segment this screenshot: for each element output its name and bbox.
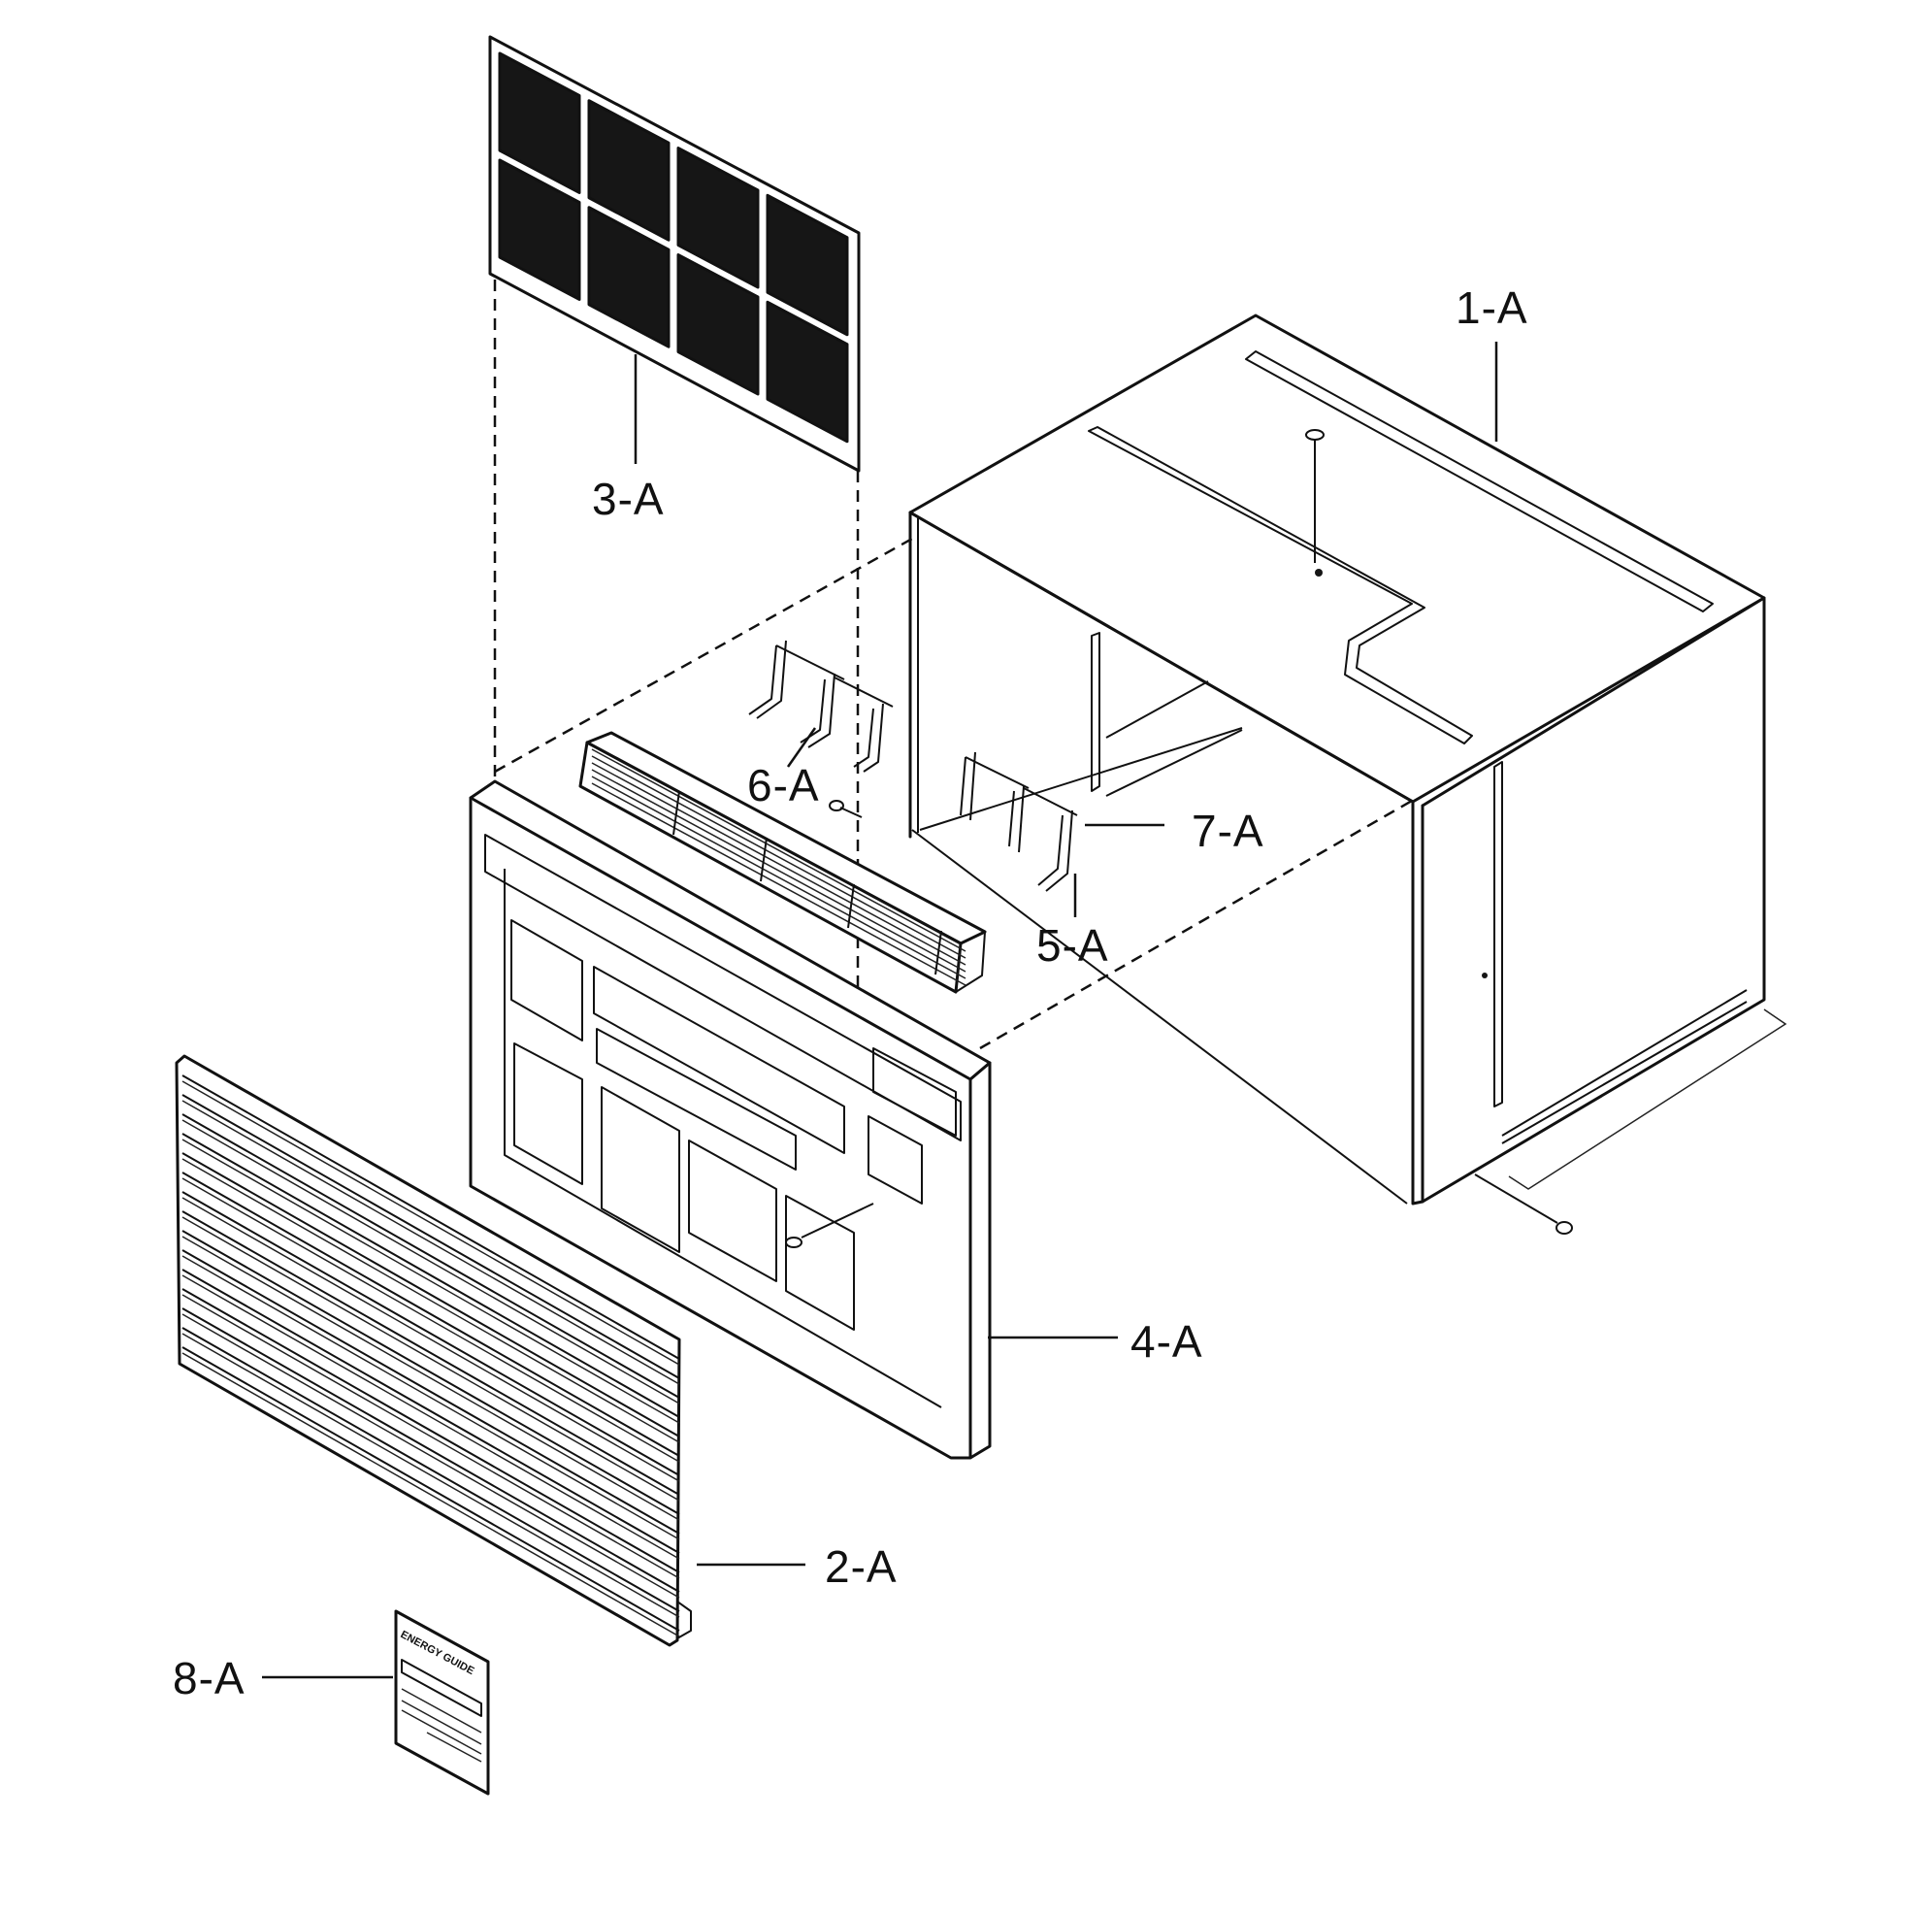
grille-louver-edge [181, 1197, 680, 1482]
callout-8a: 8-A [173, 1653, 246, 1703]
grille-louver [181, 1307, 680, 1593]
grille-louver-edge [181, 1333, 680, 1618]
louver-divider [760, 837, 768, 882]
grille-louver [181, 1172, 680, 1457]
louver-slat [591, 782, 966, 986]
screw-6a-icon [829, 800, 844, 811]
grille-louver [181, 1113, 680, 1399]
assembly-line-bottom [979, 799, 1413, 1050]
grille-louver-edge [181, 1274, 680, 1560]
filter-cell [676, 147, 760, 289]
grille-louver [181, 1346, 680, 1632]
filter-cell [587, 99, 671, 242]
filter-cell [587, 206, 671, 348]
louver-divider [672, 790, 680, 836]
callout-4a: 4-A [1130, 1316, 1203, 1367]
grille-louver [181, 1327, 680, 1612]
filter-cell [498, 158, 581, 301]
callout-3a: 3-A [592, 474, 665, 524]
grille-louver [181, 1074, 680, 1360]
louver-slat [591, 748, 966, 952]
grille-louver-edge [181, 1236, 680, 1521]
grille-louver [181, 1288, 680, 1573]
louver-divider [934, 930, 942, 975]
grille-louver [181, 1269, 680, 1554]
grille-louver [181, 1152, 680, 1437]
grille-louver-edge [181, 1139, 680, 1424]
grille-louver [181, 1210, 680, 1496]
grille-louver-edge [181, 1352, 680, 1637]
grille-louver [181, 1191, 680, 1476]
grille-louver-edge [181, 1313, 680, 1599]
energy-label-8a: ENERGY GUIDE [394, 1609, 490, 1796]
louver-slat [591, 762, 966, 966]
grille-louver [181, 1249, 680, 1535]
filter-cell [498, 51, 581, 194]
grille-louver [181, 1094, 680, 1379]
filter-3a [488, 35, 861, 473]
callout-2a: 2-A [825, 1541, 898, 1592]
grille-louver [181, 1133, 680, 1418]
grille-louver-edge [181, 1158, 680, 1443]
callout-7a: 7-A [1192, 806, 1264, 856]
grille-louver-edge [181, 1294, 680, 1579]
grille-louver-edge [181, 1100, 680, 1385]
louver-slat [591, 776, 966, 979]
filter-cell [676, 253, 760, 396]
discharge-louver [578, 731, 987, 994]
assembly-line-top [494, 537, 913, 774]
front-grille-2a [175, 1054, 692, 1647]
grille-louver-edge [181, 1177, 680, 1463]
cabinet-1a [908, 314, 1787, 1235]
filter-cell [766, 300, 849, 444]
grille-louver-edge [181, 1255, 680, 1540]
leader-lines [262, 342, 1498, 1679]
louver-slat [591, 755, 966, 959]
grille-louver-edge [181, 1119, 680, 1404]
filter-cell [766, 193, 849, 337]
front-frame-4a [469, 779, 992, 1460]
louver-slat [591, 769, 966, 973]
bracket-5a [960, 751, 1078, 892]
grille-louver-edge [181, 1216, 680, 1502]
grille-louver-edge [181, 1080, 680, 1366]
louver-divider [847, 883, 855, 929]
callout-6a: 6-A [747, 760, 820, 810]
callout-5a: 5-A [1036, 920, 1109, 971]
grille-louver [181, 1230, 680, 1515]
callout-1a: 1-A [1456, 282, 1528, 333]
bracket-6a [748, 640, 894, 773]
